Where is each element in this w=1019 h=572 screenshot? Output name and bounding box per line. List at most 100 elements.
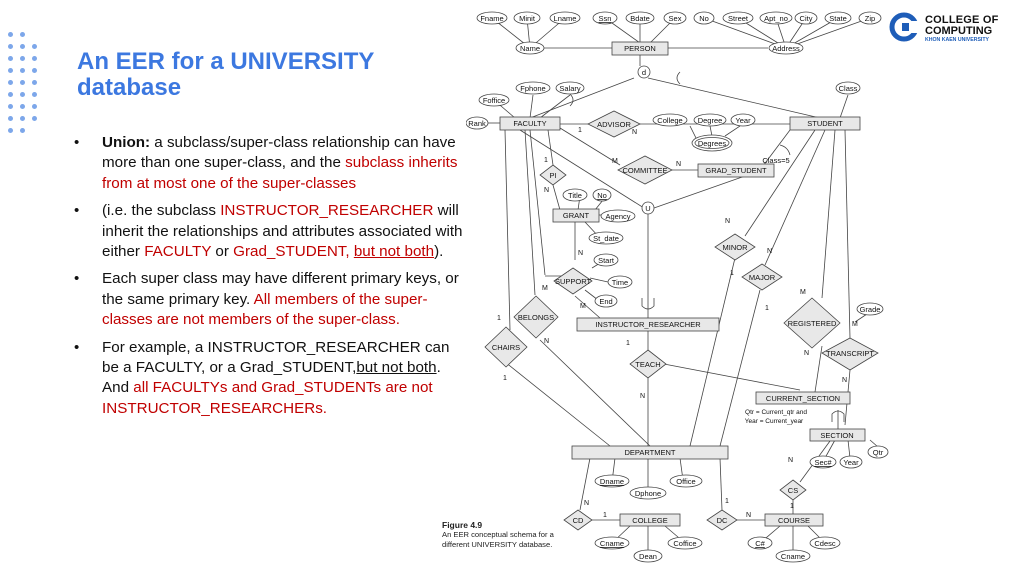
bullet-example: For example, a INSTRUCTOR_RESEARCHER can…: [68, 338, 463, 420]
entity-college: COLLEGE: [632, 516, 667, 525]
bullet-keys: Each super class may have different prim…: [68, 269, 463, 330]
card-1: 1: [497, 315, 501, 322]
entity-grad-student: GRAD_STUDENT: [705, 166, 767, 175]
bullet-ie: (i.e. the subclass INSTRUCTOR_RESEARCHER…: [68, 201, 463, 262]
slide-title: An EER for a UNIVERSITY database: [77, 48, 374, 101]
attr-year: Year: [735, 116, 751, 125]
attr-grade: Grade: [860, 305, 881, 314]
rel-transcript: TRANSCRIPT: [826, 349, 874, 358]
rel-pi: PI: [549, 171, 556, 180]
card-m: M: [852, 321, 858, 328]
card-n: N: [725, 218, 730, 225]
card-n: N: [640, 393, 645, 400]
rel-advisor: ADVISOR: [597, 120, 631, 129]
bullet-text: or: [211, 243, 234, 261]
attr-title: Title: [568, 191, 582, 200]
card-m: M: [612, 158, 618, 165]
class5-label: Class=5: [762, 156, 789, 165]
card-n: N: [842, 377, 847, 384]
attr-dean: Dean: [639, 552, 657, 561]
card-n: N: [788, 457, 793, 464]
bullet-highlight-underlined: but not both: [353, 243, 435, 261]
attr-class: Class: [839, 84, 858, 93]
attr-start: Start: [598, 256, 615, 265]
logo-line2: COMPUTING: [925, 25, 993, 37]
attr-sec-year: Year: [843, 458, 859, 467]
attr-agency: Agency: [605, 212, 630, 221]
card-n: N: [676, 161, 681, 168]
card-1: 1: [578, 127, 582, 134]
attr-fphone: Fphone: [520, 84, 545, 93]
entity-student: STUDENT: [807, 119, 843, 128]
rel-registered: REGISTERED: [788, 319, 837, 328]
entity-instructor-researcher: INSTRUCTOR_RESEARCHER: [595, 320, 701, 329]
attr-grant-no: No: [597, 191, 607, 200]
attr-office: Office: [676, 477, 695, 486]
bullet-lead: Union:: [102, 134, 151, 151]
figure-number: Figure 4.9: [442, 520, 483, 530]
figure-caption: Figure 4.9 An EER conceptual schema for …: [442, 520, 572, 549]
attr-qtr: Qtr: [873, 448, 884, 457]
attr-rank: Rank: [468, 119, 486, 128]
rel-committee: COMMITTEE: [623, 166, 668, 175]
figure-description: An EER conceptual schema for a different…: [442, 530, 554, 549]
attr-no: No: [699, 14, 709, 23]
attr-name: Name: [520, 44, 540, 53]
disjoint-label: d: [642, 68, 646, 77]
union-label: U: [645, 204, 650, 213]
attr-degrees: Degrees: [698, 139, 727, 148]
current-section-predicate-2: Year = Current_year: [745, 418, 804, 425]
bullet-highlight: All members of the super-classes are not…: [102, 290, 428, 329]
bullet-text: For example, a INSTRUCTOR_RESEARCHER can…: [102, 338, 450, 377]
card-1: 1: [626, 340, 630, 347]
bullet-highlight: subclass inherits from at most one of th…: [102, 154, 458, 192]
bullet-text: (i.e. the subclass: [102, 202, 221, 220]
rel-chairs: CHAIRS: [492, 343, 520, 352]
eer-diagram: Fname Minit Lname Ssn Bdate Sex No Stree…: [466, 11, 889, 563]
entity-person: PERSON: [624, 44, 656, 53]
bullet-text: a subclass/super-class relationship can …: [102, 134, 456, 172]
attr-salary: Salary: [559, 84, 581, 93]
rel-belongs: BELONGS: [518, 313, 554, 322]
attr-college: College: [657, 116, 682, 125]
attr-foffice: Foffice: [483, 96, 505, 105]
college-logo: COLLEGE OF COMPUTING KHON KAEN UNIVERSIT…: [889, 12, 1009, 48]
attr-cname: Cname: [600, 539, 624, 548]
attr-coffice: Coffice: [673, 539, 696, 548]
card-m: M: [542, 285, 548, 292]
bullet-underlined: but not both: [356, 359, 437, 377]
attr-address: Address: [772, 44, 800, 53]
card-n: N: [632, 129, 637, 136]
entity-faculty: FACULTY: [513, 119, 546, 128]
attr-minit: Minit: [519, 14, 536, 23]
card-1: 1: [544, 157, 548, 164]
bullet-highlight: FACULTY: [144, 243, 212, 261]
card-1: 1: [790, 503, 794, 510]
card-n: N: [544, 338, 549, 345]
card-1: 1: [730, 270, 734, 277]
attr-course-no: C#: [755, 539, 765, 548]
attr-ssn: Ssn: [599, 14, 612, 23]
bullet-text: ).: [434, 243, 444, 261]
attr-sex: Sex: [669, 14, 682, 23]
attr-end: End: [599, 297, 612, 306]
logo-c-icon: [889, 12, 919, 42]
attr-cdesc: Cdesc: [814, 539, 836, 548]
bullet-text: Each super class may have different prim…: [102, 270, 459, 308]
entity-section: SECTION: [820, 431, 853, 440]
card-1: 1: [765, 305, 769, 312]
attr-sec-no: Sec#: [814, 458, 832, 467]
card-n: N: [804, 350, 809, 357]
bullet-union: Union: a subclass/super-class relationsh…: [68, 133, 463, 194]
attr-street: Street: [728, 14, 749, 23]
entity-course: COURSE: [778, 516, 810, 525]
current-section-predicate-1: Qtr = Current_qtr and: [745, 409, 807, 416]
attr-degree: Degree: [698, 116, 723, 125]
card-n: N: [584, 500, 589, 507]
attr-state: State: [829, 14, 847, 23]
card-n: N: [746, 512, 751, 519]
attr-st-date: St_date: [593, 234, 619, 243]
bullet-highlight: INSTRUCTOR_RESEARCHER: [220, 202, 434, 220]
attr-course-name: Cname: [781, 552, 805, 561]
rel-major: MAJOR: [749, 273, 776, 282]
